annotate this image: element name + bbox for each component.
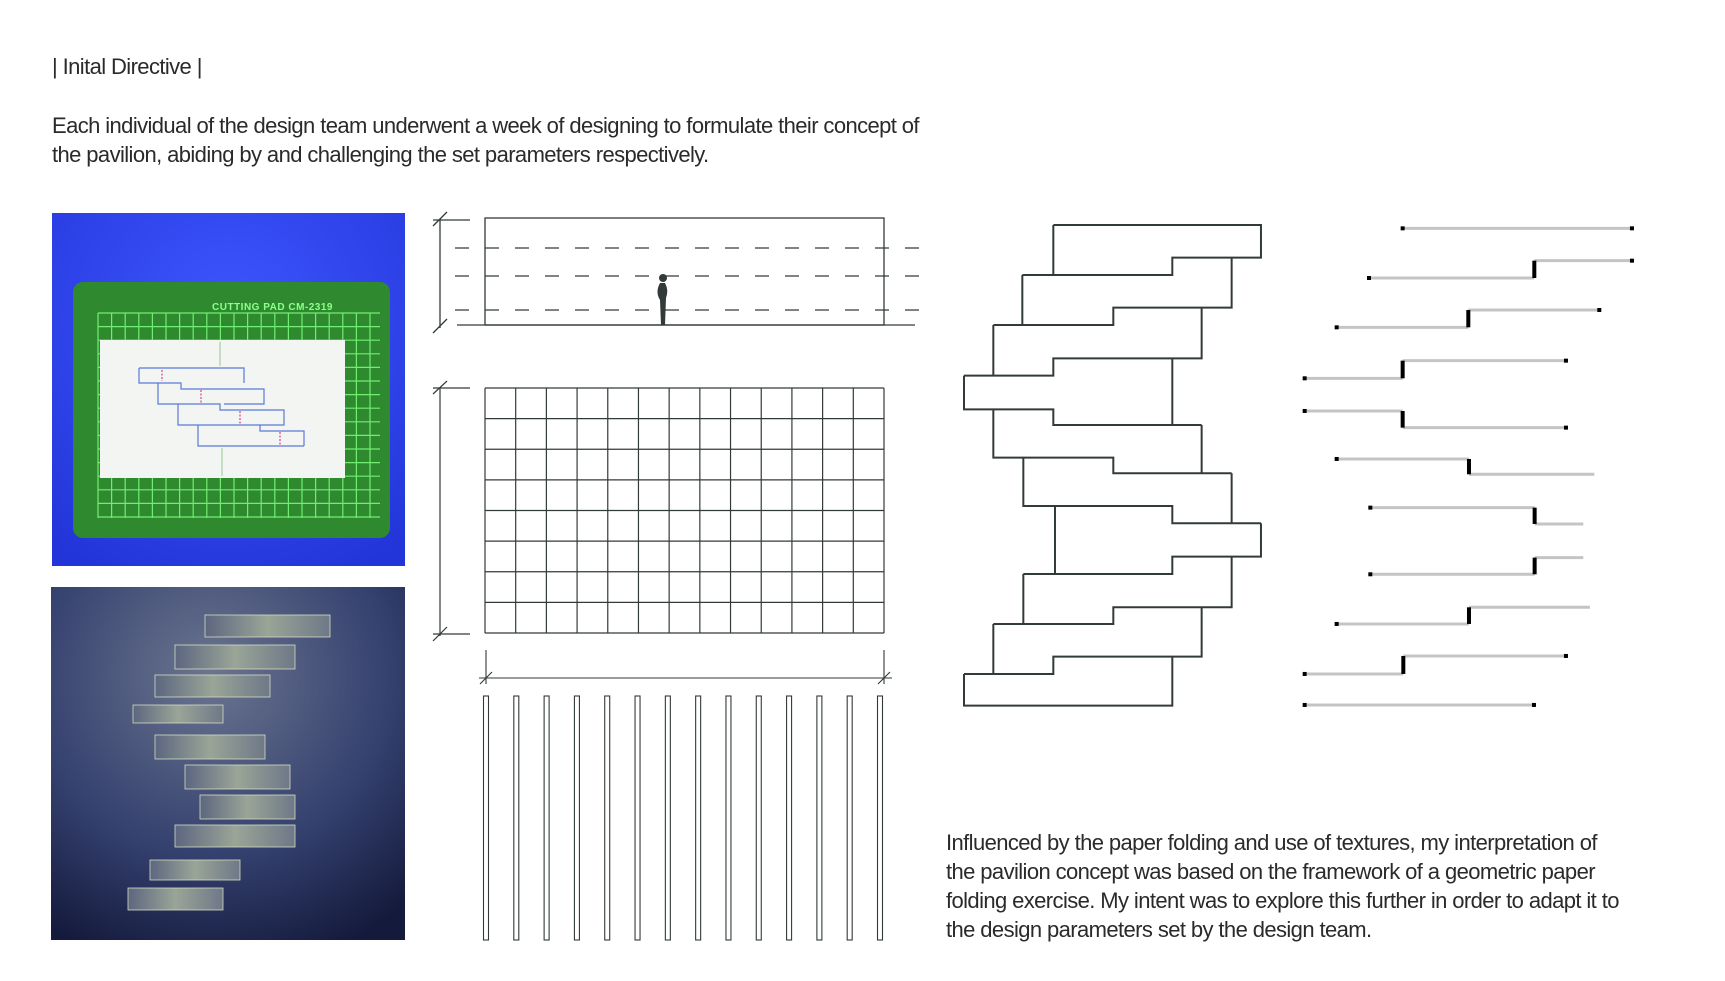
fold-endpoint [1563,358,1568,363]
fin [695,695,702,941]
section-heading: | Inital Directive | [52,54,202,79]
fold-endpoint [1531,702,1536,707]
fin [543,695,550,941]
fold-endpoint [1302,702,1307,707]
concept-paragraph: Influenced by the paper folding and use … [946,828,1619,944]
fold-endpoint [1302,376,1307,381]
fold-row [1334,456,1595,476]
fin [573,695,580,941]
concept-line: folding exercise. My intent was to explo… [946,888,1619,913]
paper-sculpture-photo [51,587,405,940]
fold-endpoint [1368,505,1373,510]
fold-row [1400,226,1634,231]
human-figure-icon [657,274,668,325]
fins-section-drawing [479,650,892,941]
fold-row [1302,408,1568,430]
grid-plan-drawing [432,380,885,642]
fin [664,695,671,941]
fold-endpoint [1629,258,1634,263]
fin [604,695,611,941]
elevation-drawing [432,211,925,334]
fin [725,695,732,941]
fold-endpoint [1563,653,1568,658]
fold-row [1334,307,1602,330]
fold-endpoint [1597,307,1602,312]
paper-slab [199,794,296,820]
fold-row [1334,605,1590,626]
fold-endpoint [1563,425,1568,430]
paper-slab [149,859,241,881]
fold-row [1302,702,1536,707]
fold-endpoint [1302,408,1307,413]
concept-line: the design parameters set by the design … [946,917,1372,942]
fin [513,695,520,941]
paper-slab [184,764,291,790]
fin [816,695,823,941]
fold-row [1368,556,1584,577]
paper-slab [204,614,331,638]
fin [846,695,853,941]
concept-line: the pavilion concept was based on the fr… [946,859,1596,884]
fold-row [1366,258,1634,280]
fin [786,695,793,941]
intro-paragraph: Each individual of the design team under… [52,111,920,169]
paper-slab [154,734,266,760]
stepped-fold-diagram [962,223,1262,707]
fold-endpoint [1334,621,1339,626]
paper-slab [127,887,224,911]
fold-endpoint [1302,671,1307,676]
fold-endpoint [1366,275,1371,280]
intro-line: the pavilion, abiding by and challenging… [52,142,709,167]
fold-row [1302,358,1568,381]
cutting-pad-photo: CUTTING PAD CM-2319 [52,213,405,566]
paper-slab [174,824,296,848]
fold-endpoint [1334,456,1339,461]
paper-slab [174,644,296,670]
fold-row [1368,505,1584,526]
fin [482,695,490,941]
fold-endpoint [1400,226,1405,231]
fin [876,695,884,941]
fin [634,695,641,941]
fold-endpoint [1334,325,1339,330]
fold-endpoint [1629,226,1634,231]
paper-slab [132,704,224,724]
fold-line-diagram [1302,226,1634,707]
fin [755,695,762,941]
cutting-pad-label: CUTTING PAD CM-2319 [212,302,333,313]
intro-line: Each individual of the design team under… [52,113,920,138]
fold-endpoint [1368,572,1373,577]
fold-row [1302,653,1568,676]
paper-slab [154,674,271,698]
concept-line: Influenced by the paper folding and use … [946,830,1597,855]
